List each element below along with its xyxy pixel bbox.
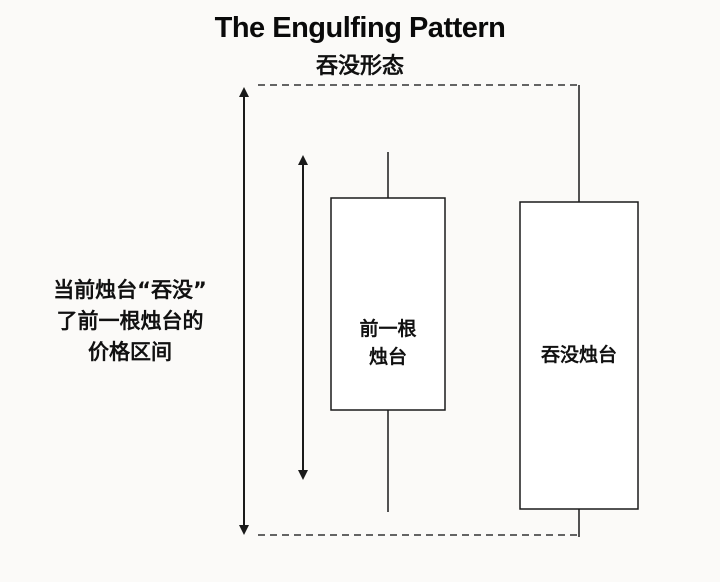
range-annotation: 当前烛台“吞没” 了前一根烛台的 价格区间	[20, 275, 240, 368]
range-annotation-line: 价格区间	[88, 340, 172, 364]
range-annotation-line: 当前烛台“吞没”	[53, 278, 207, 302]
previous-candle-body	[330, 197, 446, 411]
previous-candle-label-line: 前一根	[359, 318, 417, 340]
previous-candle-label: 前一根 烛台	[331, 315, 445, 371]
engulfing-candle-body	[519, 201, 639, 510]
diagram-subtitle: 吞没形态	[315, 54, 404, 79]
engulfing-candle-label-line: 吞没烛台	[540, 344, 617, 366]
range-annotation-line: 了前一根烛台的	[56, 309, 204, 333]
previous-candle-label-line: 烛台	[368, 346, 407, 368]
diagram-title: The Engulfing Pattern	[214, 12, 506, 44]
engulfing-candle-label: 吞没烛台	[520, 341, 638, 369]
